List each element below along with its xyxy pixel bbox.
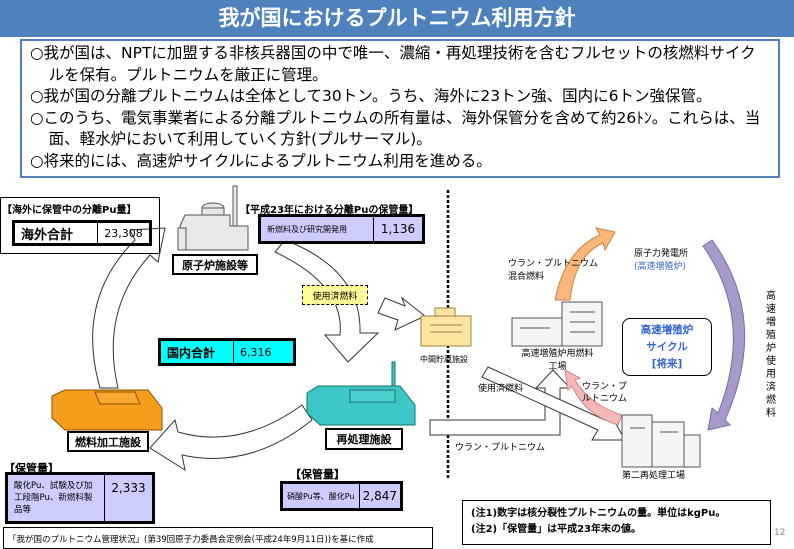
overseas-total-label: 海外合計 xyxy=(21,227,74,243)
summary-box: ○我が国は、NPTに加盟する非核兵器国の中で唯一、濃縮・再処理技術を含むフルセッ… xyxy=(20,39,780,178)
mox-label: ウラン・プルトニウム混合燃料 xyxy=(508,259,599,282)
interim-storage-icon xyxy=(420,307,472,347)
arrow-reprocessing-to-fabrication xyxy=(149,404,313,472)
u-pu-lower-label: ウラン・プルトニウム xyxy=(455,443,546,453)
note-1: (注1)数字は核分裂性プルトニウムの量。単位はkgPu。 xyxy=(471,508,726,519)
h23-table: 新燃料及び研究開発用 1,136 xyxy=(258,214,425,244)
h23-label: 新燃料及び研究開発用 xyxy=(267,224,347,234)
overseas-heading: 【海外に保管中の分離Pu量】 xyxy=(2,205,137,216)
power-plant-type: (高速増殖炉) xyxy=(634,262,687,272)
fbr-cycle-line3: [将来] xyxy=(651,358,683,370)
h23-heading: 【平成23年における分離Puの保管量】 xyxy=(240,205,419,216)
second-reprocessing-label: 第二再処理工場 xyxy=(622,471,686,481)
bullet-3: ○このうち、電気事業者による分離プルトニウムの所有量は、海外保管分を含めて約26… xyxy=(30,108,761,149)
second-reprocessing-icon xyxy=(621,414,701,468)
fbr-cycle-line2: サイクル xyxy=(646,341,688,353)
page-title: 我が国におけるプルトニウム利用方針 xyxy=(0,0,794,37)
rep-storage-value: 2,847 xyxy=(358,484,400,508)
reprocessing-label: 再処理施設 xyxy=(325,428,403,450)
arrow-fbr-spent-fuel xyxy=(702,239,746,431)
bullet-2: ○我が国の分離プルトニウムは全体として30トン。うち、海外に23トン強、国内に6… xyxy=(30,87,712,105)
arrow-reactor-to-reprocessing xyxy=(274,239,380,363)
overseas-total-value: 23,308 xyxy=(97,223,149,243)
fbr-fuel-label: 高速増殖炉用燃料工場 xyxy=(521,349,594,372)
fuel-fabrication-icon xyxy=(51,389,163,431)
reactor-label: 原子炉施設等 xyxy=(172,254,258,275)
overseas-panel xyxy=(0,197,160,254)
bullet-1: ○我が国は、NPTに加盟する非核兵器国の中で唯一、濃縮・再処理技術を含むフルセッ… xyxy=(30,44,756,84)
reprocessing-icon xyxy=(306,361,416,426)
interim-label: 中間貯蔵施設 xyxy=(420,355,468,364)
cycle-arrows xyxy=(92,227,626,472)
arrow-mox xyxy=(554,227,616,301)
domestic-total-value: 6,316 xyxy=(233,341,293,363)
u-pu-recycle-label: ウラン・プルトニウム xyxy=(582,382,628,404)
reactor-building-icon xyxy=(177,185,249,251)
power-plant-label: 原子力発電所 xyxy=(634,249,689,259)
spent-fuel-box: 使用済燃料 xyxy=(302,285,368,305)
bullet-4: ○将来的には、高速炉サイクルによるプルトニウム利用を進める。 xyxy=(30,151,492,170)
fbr-fuel-factory-icon xyxy=(511,301,603,347)
fbr-cycle-box: 高速増殖炉 サイクル [将来] xyxy=(622,318,712,376)
rep-storage-label: 硝酸Pu等、酸化Pu xyxy=(287,491,355,501)
spent-fuel-label: 使用済燃料 xyxy=(478,384,524,394)
arrow-u-pu-recycle xyxy=(564,369,623,426)
fab-storage-value: 2,333 xyxy=(104,475,152,521)
source-note: 「我が国のプルトニウム管理状況」(第39回原子力委員会定例会(平成24年9月11… xyxy=(3,527,433,549)
fabrication-label: 燃料加工施設 xyxy=(67,431,149,452)
fab-storage-heading: 【保管量】 xyxy=(4,462,59,475)
domestic-total-table: 国内合計 6,316 xyxy=(158,338,296,366)
domestic-total-label: 国内合計 xyxy=(167,345,216,360)
notes-box: (注1)数字は核分裂性プルトニウムの量。単位はkgPu。 (注2)「保管量」は平… xyxy=(462,500,771,545)
fbr-spent-fuel-label: 高速増殖炉使用済燃料 xyxy=(766,291,776,419)
rep-storage-table: 硝酸Pu等、酸化Pu 2,847 xyxy=(280,481,403,511)
h23-value: 1,136 xyxy=(373,217,422,241)
rep-storage-heading: 【保管量】 xyxy=(290,468,345,481)
note-2: (注2)「保管量」は平成23年末の値。 xyxy=(471,524,642,535)
fab-storage-table: 酸化Pu、試験及び加工段階Pu、新燃料製品等 2,333 xyxy=(5,472,155,524)
arrow-to-interim xyxy=(377,296,426,331)
fab-storage-label: 酸化Pu、試験及び加工段階Pu、新燃料製品等 xyxy=(14,481,93,515)
overseas-total-table: 海外合計 23,308 xyxy=(12,220,152,246)
fbr-cycle-line1: 高速増殖炉 xyxy=(640,324,694,336)
arrow-fabrication-to-reactor xyxy=(92,227,166,389)
page-number: 12 xyxy=(774,528,786,538)
